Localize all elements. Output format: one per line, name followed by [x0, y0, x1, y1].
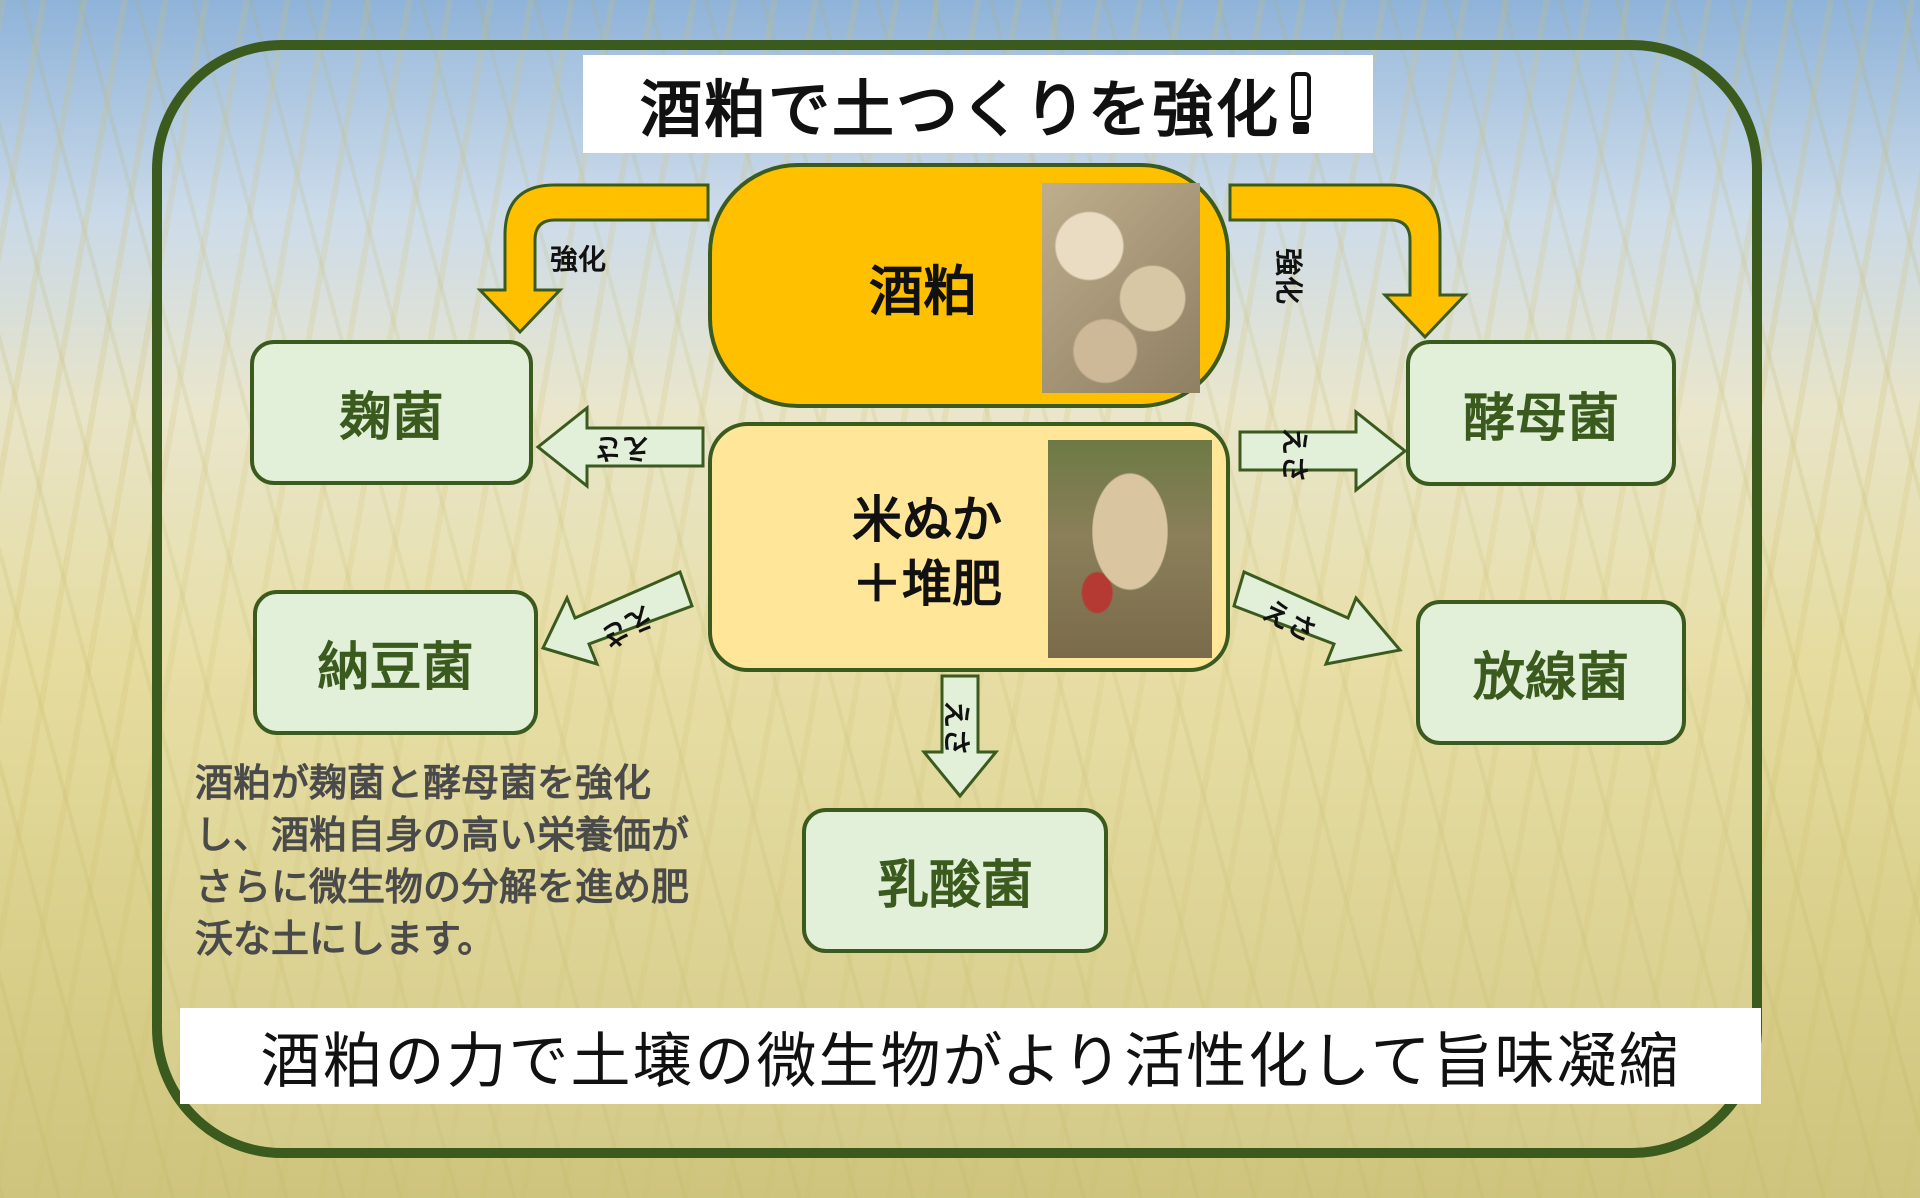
microbe-lactic: 乳酸菌: [802, 808, 1108, 953]
microbe-actinomycete: 放線菌: [1416, 600, 1686, 745]
rice-bran-compost-box: 米ぬか ＋堆肥: [708, 422, 1230, 672]
rice-bran-photo: [1048, 440, 1212, 658]
strengthen-label-right: 強化: [1270, 248, 1310, 304]
microbe-natto: 納豆菌: [253, 590, 538, 735]
bottom-caption: 酒粕の力で土壌の微生物がより活性化して旨味凝縮: [261, 1013, 1681, 1100]
sake-kasu-label: 酒粕: [869, 247, 977, 326]
feed-label-yeast: えさ: [1276, 427, 1316, 483]
feed-arrow-yeast: [1240, 412, 1405, 490]
feed-label-koji: えさ: [594, 430, 650, 470]
bottom-caption-box: 酒粕の力で土壌の微生物がより活性化して旨味凝縮: [180, 1008, 1761, 1104]
strengthen-arrow-right: [1230, 185, 1465, 337]
feed-label-lactic: えさ: [938, 700, 978, 756]
rice-bran-label-line2: ＋堆肥: [852, 552, 1002, 616]
microbe-yeast: 酵母菌: [1406, 340, 1676, 486]
rice-bran-label-line1: 米ぬか: [852, 488, 1002, 552]
sake-kasu-box: 酒粕: [708, 163, 1230, 408]
rice-bran-compost-label: 米ぬか ＋堆肥: [852, 488, 1002, 616]
sake-kasu-photo: [1042, 183, 1200, 393]
description-text: 酒粕が麹菌と酵母菌を強化し、酒粕自身の高い栄養価がさらに微生物の分解を進め肥沃な…: [195, 757, 715, 965]
strengthen-label-left: 強化: [550, 238, 606, 278]
microbe-koji: 麹菌: [250, 340, 533, 485]
